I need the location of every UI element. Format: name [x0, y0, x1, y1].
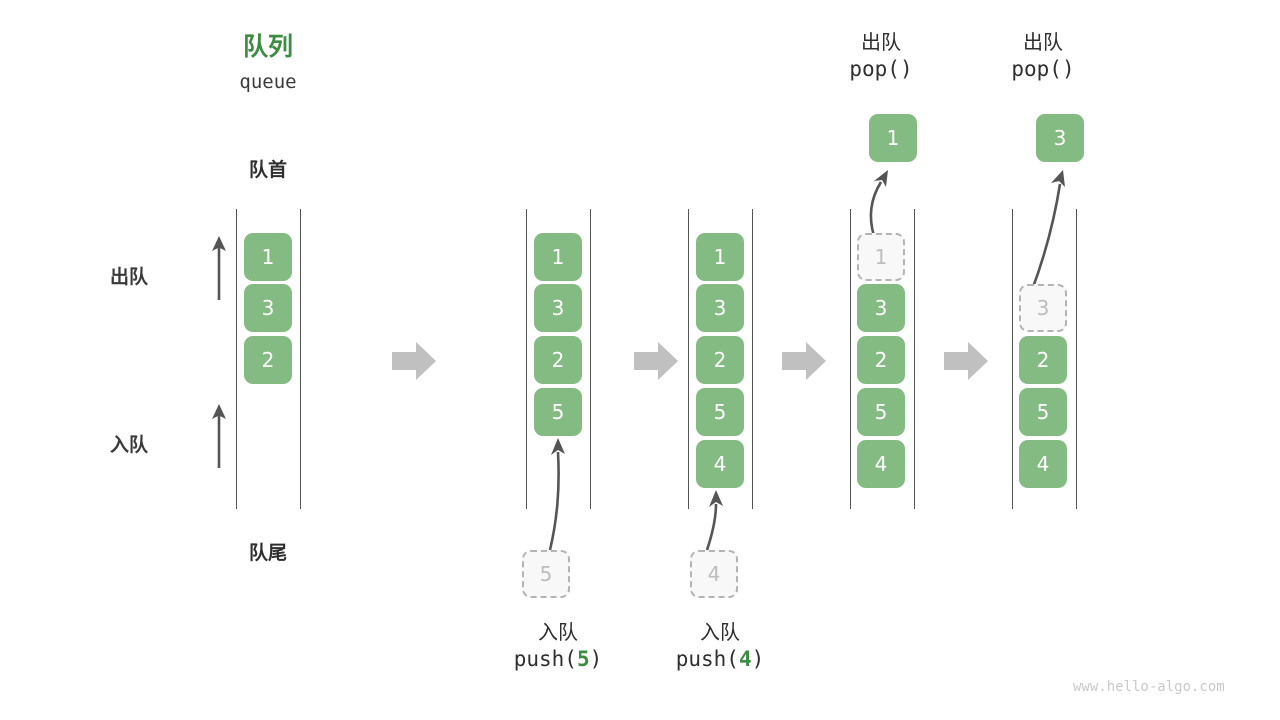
step-transition-arrow-icon	[944, 342, 988, 380]
queue-front-label: 队首	[248, 159, 287, 181]
queue-element-new: 4	[696, 440, 744, 488]
operation-caption-pop-1: 出队 pop()	[801, 30, 961, 82]
queue-element-removed: 1	[857, 233, 905, 281]
push-motion-arrow-icon	[705, 490, 723, 551]
code-prefix: pop(	[1011, 56, 1062, 81]
queue-rail-left	[1012, 209, 1013, 509]
queue-element: 1	[244, 233, 292, 281]
code-argument: 5	[576, 646, 590, 671]
operation-caption-cn: 出队	[1023, 30, 1063, 54]
dequeue-direction-label: 出队	[109, 266, 148, 288]
enqueue-direction-label: 入队	[109, 434, 148, 456]
operation-caption-cn: 出队	[861, 30, 901, 54]
queue-element: 5	[857, 388, 905, 436]
popped-element: 3	[1036, 114, 1084, 162]
queue-element: 3	[696, 284, 744, 332]
queue-element: 4	[857, 440, 905, 488]
queue-rear-label: 队尾	[248, 542, 287, 564]
queue-element: 2	[244, 336, 292, 384]
operation-caption-pop-3: 出队 pop()	[963, 30, 1123, 82]
diagram-title-en: queue	[239, 71, 297, 93]
operation-caption-code: push(4)	[640, 646, 800, 673]
step-transition-arrow-icon	[634, 342, 678, 380]
operation-caption-code: pop()	[963, 56, 1123, 83]
queue-rail-right	[752, 209, 753, 509]
queue-rail-left	[236, 209, 237, 509]
queue-element-removed: 3	[1019, 284, 1067, 332]
queue-rail-right	[590, 209, 591, 509]
step-transition-arrow-icon	[782, 342, 826, 380]
queue-element: 1	[534, 233, 582, 281]
queue-element: 5	[1019, 388, 1067, 436]
queue-rail-right	[914, 209, 915, 509]
code-argument: 4	[738, 646, 752, 671]
pop-motion-arrow-icon	[1030, 170, 1065, 291]
code-suffix: )	[751, 646, 765, 671]
queue-rail-left	[688, 209, 689, 509]
queue-element: 4	[1019, 440, 1067, 488]
operation-caption-push-4: 入队 push(4)	[640, 620, 800, 672]
code-prefix: push(	[675, 646, 739, 671]
operation-caption-cn: 入队	[538, 620, 578, 644]
code-prefix: pop(	[849, 56, 900, 81]
queue-element: 3	[857, 284, 905, 332]
dequeue-direction-arrow-icon	[212, 236, 226, 300]
diagram-title-cn: 队列	[242, 32, 293, 61]
popped-element: 1	[869, 114, 917, 162]
queue-rail-left	[526, 209, 527, 509]
queue-element: 3	[534, 284, 582, 332]
operation-caption-code: push(5)	[478, 646, 638, 673]
queue-element: 2	[857, 336, 905, 384]
code-prefix: push(	[513, 646, 577, 671]
operation-caption-cn: 入队	[700, 620, 740, 644]
queue-element: 2	[534, 336, 582, 384]
enqueue-direction-arrow-icon	[212, 404, 226, 468]
queue-element-new: 5	[534, 388, 582, 436]
pop-motion-arrow-icon	[869, 170, 888, 237]
incoming-element-ghost: 4	[690, 550, 738, 598]
queue-rail-right	[1076, 209, 1077, 509]
queue-element: 2	[696, 336, 744, 384]
step-transition-arrow-icon	[392, 342, 436, 380]
code-suffix: )	[1061, 56, 1075, 81]
queue-element: 5	[696, 388, 744, 436]
queue-element: 3	[244, 284, 292, 332]
queue-rail-right	[300, 209, 301, 509]
code-suffix: )	[589, 646, 603, 671]
operation-caption-push-5: 入队 push(5)	[478, 620, 638, 672]
queue-element: 1	[696, 233, 744, 281]
code-suffix: )	[899, 56, 913, 81]
watermark: www.hello-algo.com	[1073, 679, 1225, 695]
queue-element: 2	[1019, 336, 1067, 384]
incoming-element-ghost: 5	[522, 550, 570, 598]
operation-caption-code: pop()	[801, 56, 961, 83]
push-motion-arrow-icon	[548, 438, 565, 551]
queue-rail-left	[850, 209, 851, 509]
